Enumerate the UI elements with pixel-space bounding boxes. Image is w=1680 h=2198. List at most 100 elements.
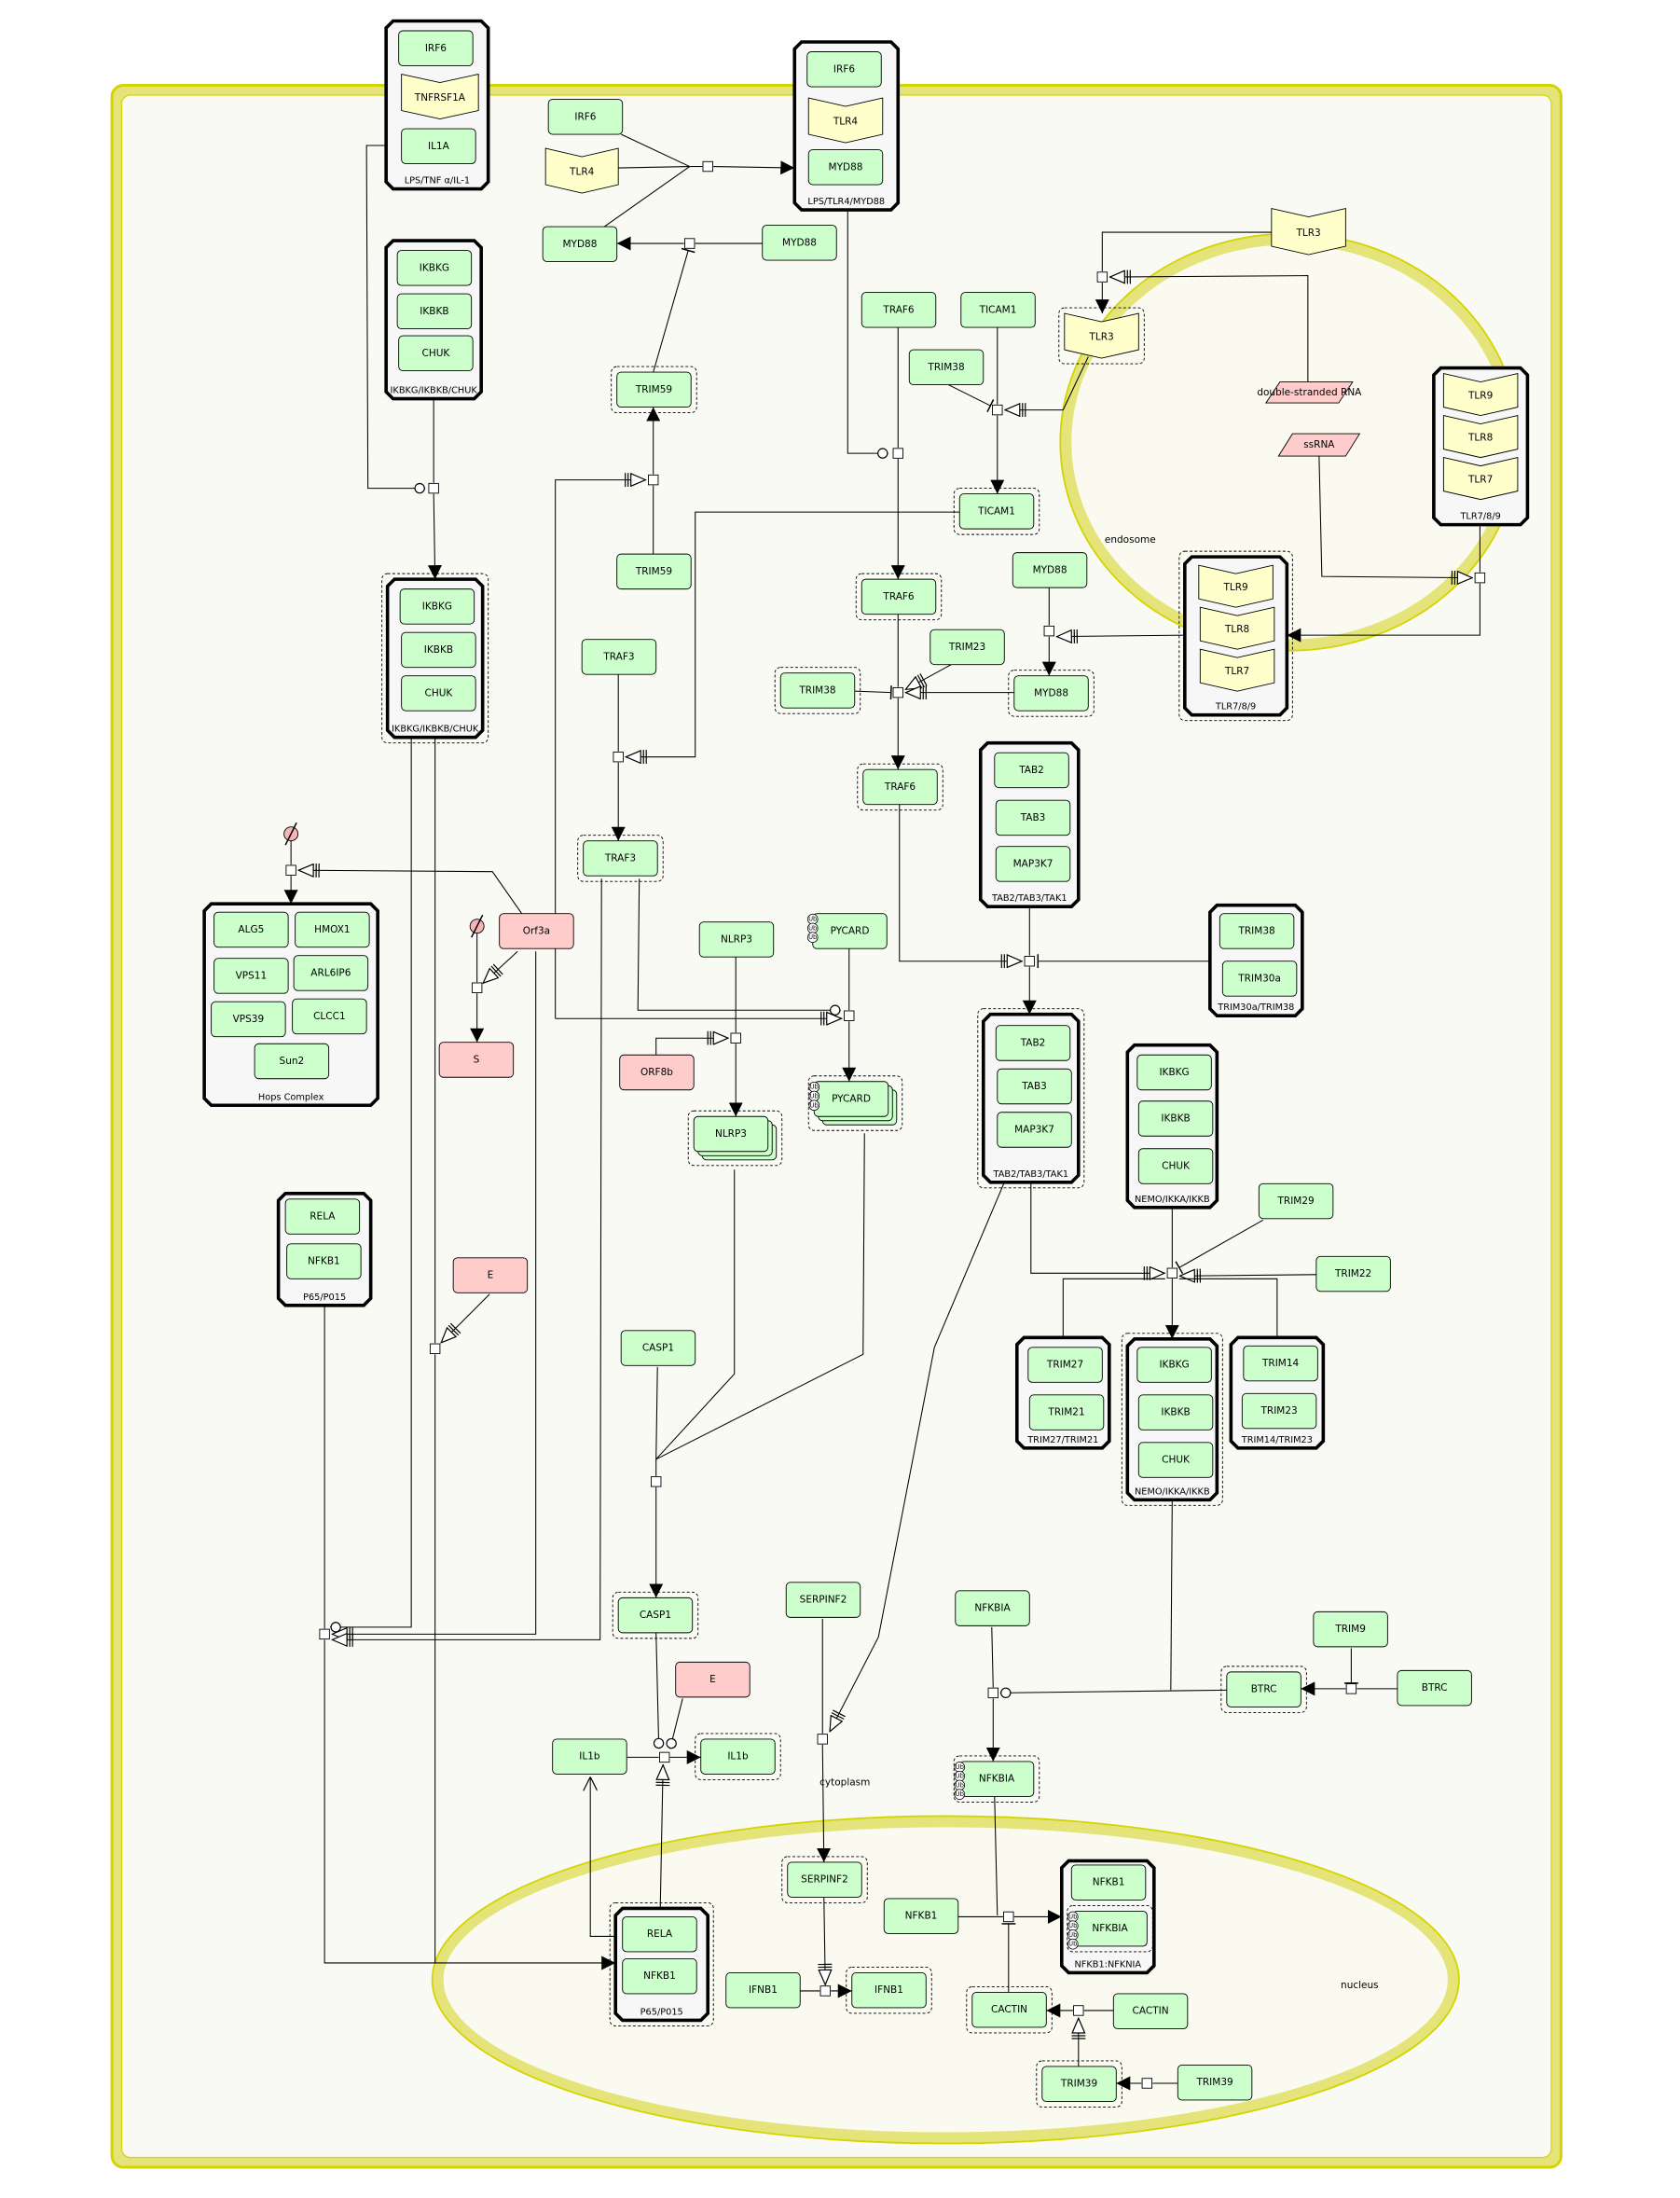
node-orf8b[interactable]: ORF8b	[619, 1054, 695, 1091]
node-1[interactable]: TAB3	[997, 1068, 1072, 1105]
process-node[interactable]	[892, 686, 903, 698]
node-3[interactable]: ARL6IP6	[293, 955, 369, 991]
process-node[interactable]	[1345, 1683, 1357, 1694]
node-0[interactable]: TLR9	[1442, 373, 1519, 417]
node-4[interactable]: VPS39	[211, 1001, 286, 1038]
process-node[interactable]	[1474, 572, 1486, 584]
node-trim39_a[interactable]: TRIM39	[1036, 2060, 1122, 2108]
node-1[interactable]: NFKB1	[286, 1243, 362, 1279]
process-node[interactable]	[1166, 1267, 1178, 1279]
node-traf3_b[interactable]: TRAF3	[577, 835, 664, 882]
node-btrc_b[interactable]: BTRC	[1397, 1669, 1472, 1707]
node-ifnb1_b[interactable]: IFNB1	[846, 1966, 932, 2014]
node-cactin_b[interactable]: CACTIN	[1112, 1993, 1189, 2029]
node-2[interactable]: CHUK	[398, 335, 474, 372]
process-node[interactable]	[1024, 956, 1035, 967]
node-0[interactable]: TRIM38	[1219, 913, 1295, 949]
node-6[interactable]: Sun2	[254, 1043, 330, 1080]
node-2[interactable]: TLR7	[1442, 457, 1519, 501]
node-2[interactable]: TLR7	[1199, 648, 1275, 692]
node-1[interactable]: IKBKB	[1137, 1394, 1214, 1431]
node-ticam1_a[interactable]: TICAM1	[960, 292, 1036, 328]
node-0[interactable]: RELA	[284, 1198, 361, 1235]
process-node[interactable]	[702, 160, 713, 173]
process-node[interactable]	[817, 1734, 828, 1745]
process-node[interactable]	[684, 238, 695, 249]
node-2[interactable]: CHUK	[1137, 1442, 1214, 1478]
process-node[interactable]	[471, 982, 483, 993]
node-cactin_a[interactable]: CACTIN	[966, 1986, 1053, 2034]
node-1[interactable]: TLR8	[1442, 415, 1519, 459]
process-node[interactable]	[428, 482, 439, 494]
node-1[interactable]: IKBKB	[1137, 1100, 1214, 1137]
node-0[interactable]: TRIM14	[1243, 1345, 1318, 1382]
process-node[interactable]	[429, 1343, 441, 1355]
node-traf6_c[interactable]: TRAF6	[857, 763, 943, 811]
node-0[interactable]: TAB2	[994, 752, 1069, 789]
node-trim38_b[interactable]: TRIM38	[774, 667, 861, 714]
node-trim39_b[interactable]: TRIM39	[1177, 2065, 1253, 2101]
node-nfkb1[interactable]: NFKB1	[883, 1898, 959, 1934]
node-1[interactable]: HMOX1	[295, 911, 370, 948]
process-node[interactable]	[659, 1751, 670, 1763]
process-node[interactable]	[651, 1476, 662, 1487]
process-node[interactable]	[1141, 2078, 1153, 2089]
node-5[interactable]: CLCC1	[292, 998, 367, 1035]
process-node[interactable]	[319, 1628, 330, 1640]
node-0[interactable]: IKBKG	[1136, 1347, 1212, 1383]
node-casp1_b[interactable]: CASP1	[612, 1591, 699, 1639]
node-0[interactable]: IKBKG	[396, 250, 473, 286]
process-node[interactable]	[892, 448, 903, 459]
node-trim29[interactable]: TRIM29	[1258, 1182, 1334, 1220]
process-node[interactable]	[987, 1687, 998, 1699]
node-dsrna[interactable]: double-stranded RNA	[1257, 381, 1362, 404]
node-2[interactable]: MYD88	[807, 149, 884, 186]
node-orf3a[interactable]: Orf3a	[499, 913, 574, 949]
node-2[interactable]: MAP3K7	[995, 846, 1071, 882]
node-trim22[interactable]: TRIM22	[1315, 1255, 1391, 1293]
node-1[interactable]: TRIM30a	[1221, 961, 1298, 997]
node-nlrp3_b[interactable]: NLRP3	[687, 1110, 783, 1167]
process-node[interactable]	[1043, 625, 1054, 637]
node-e_b[interactable]: E	[675, 1661, 750, 1698]
node-nfkbia_a[interactable]: NFKBIA	[955, 1590, 1030, 1626]
node-e_a[interactable]: E	[452, 1257, 529, 1293]
node-casp1_a[interactable]: CASP1	[620, 1330, 696, 1366]
node-tlr3_a[interactable]: TLR3	[1271, 207, 1346, 256]
node-1[interactable]: IKBKB	[401, 631, 476, 669]
process-node[interactable]	[1096, 271, 1109, 283]
node-0[interactable]: TAB2	[995, 1025, 1071, 1061]
node-myd88_c[interactable]: MYD88	[1012, 552, 1088, 588]
node-tlr3_b[interactable]: TLR3	[1058, 307, 1145, 365]
node-nlrp3_a[interactable]: NLRP3	[698, 921, 775, 958]
node-irf6[interactable]: IRF6	[547, 99, 624, 135]
node-0[interactable]: IKBKG	[1136, 1054, 1212, 1091]
node-myd88_d[interactable]: MYD88	[1008, 670, 1095, 717]
node-1[interactable]: TRIM23	[1241, 1392, 1317, 1430]
node-ssrna[interactable]: ssRNA	[1277, 433, 1361, 457]
node-traf6_a[interactable]: TRAF6	[861, 292, 937, 328]
node-1[interactable]: TRIM21	[1028, 1394, 1105, 1431]
node-trim59_a[interactable]: TRIM59	[611, 366, 697, 414]
node-btrc_a[interactable]: BTRC	[1220, 1666, 1307, 1713]
node-2[interactable]: VPS11	[213, 958, 289, 994]
node-1[interactable]: NFKB1	[622, 1957, 697, 1995]
node-trim9[interactable]: TRIM9	[1313, 1610, 1388, 1648]
